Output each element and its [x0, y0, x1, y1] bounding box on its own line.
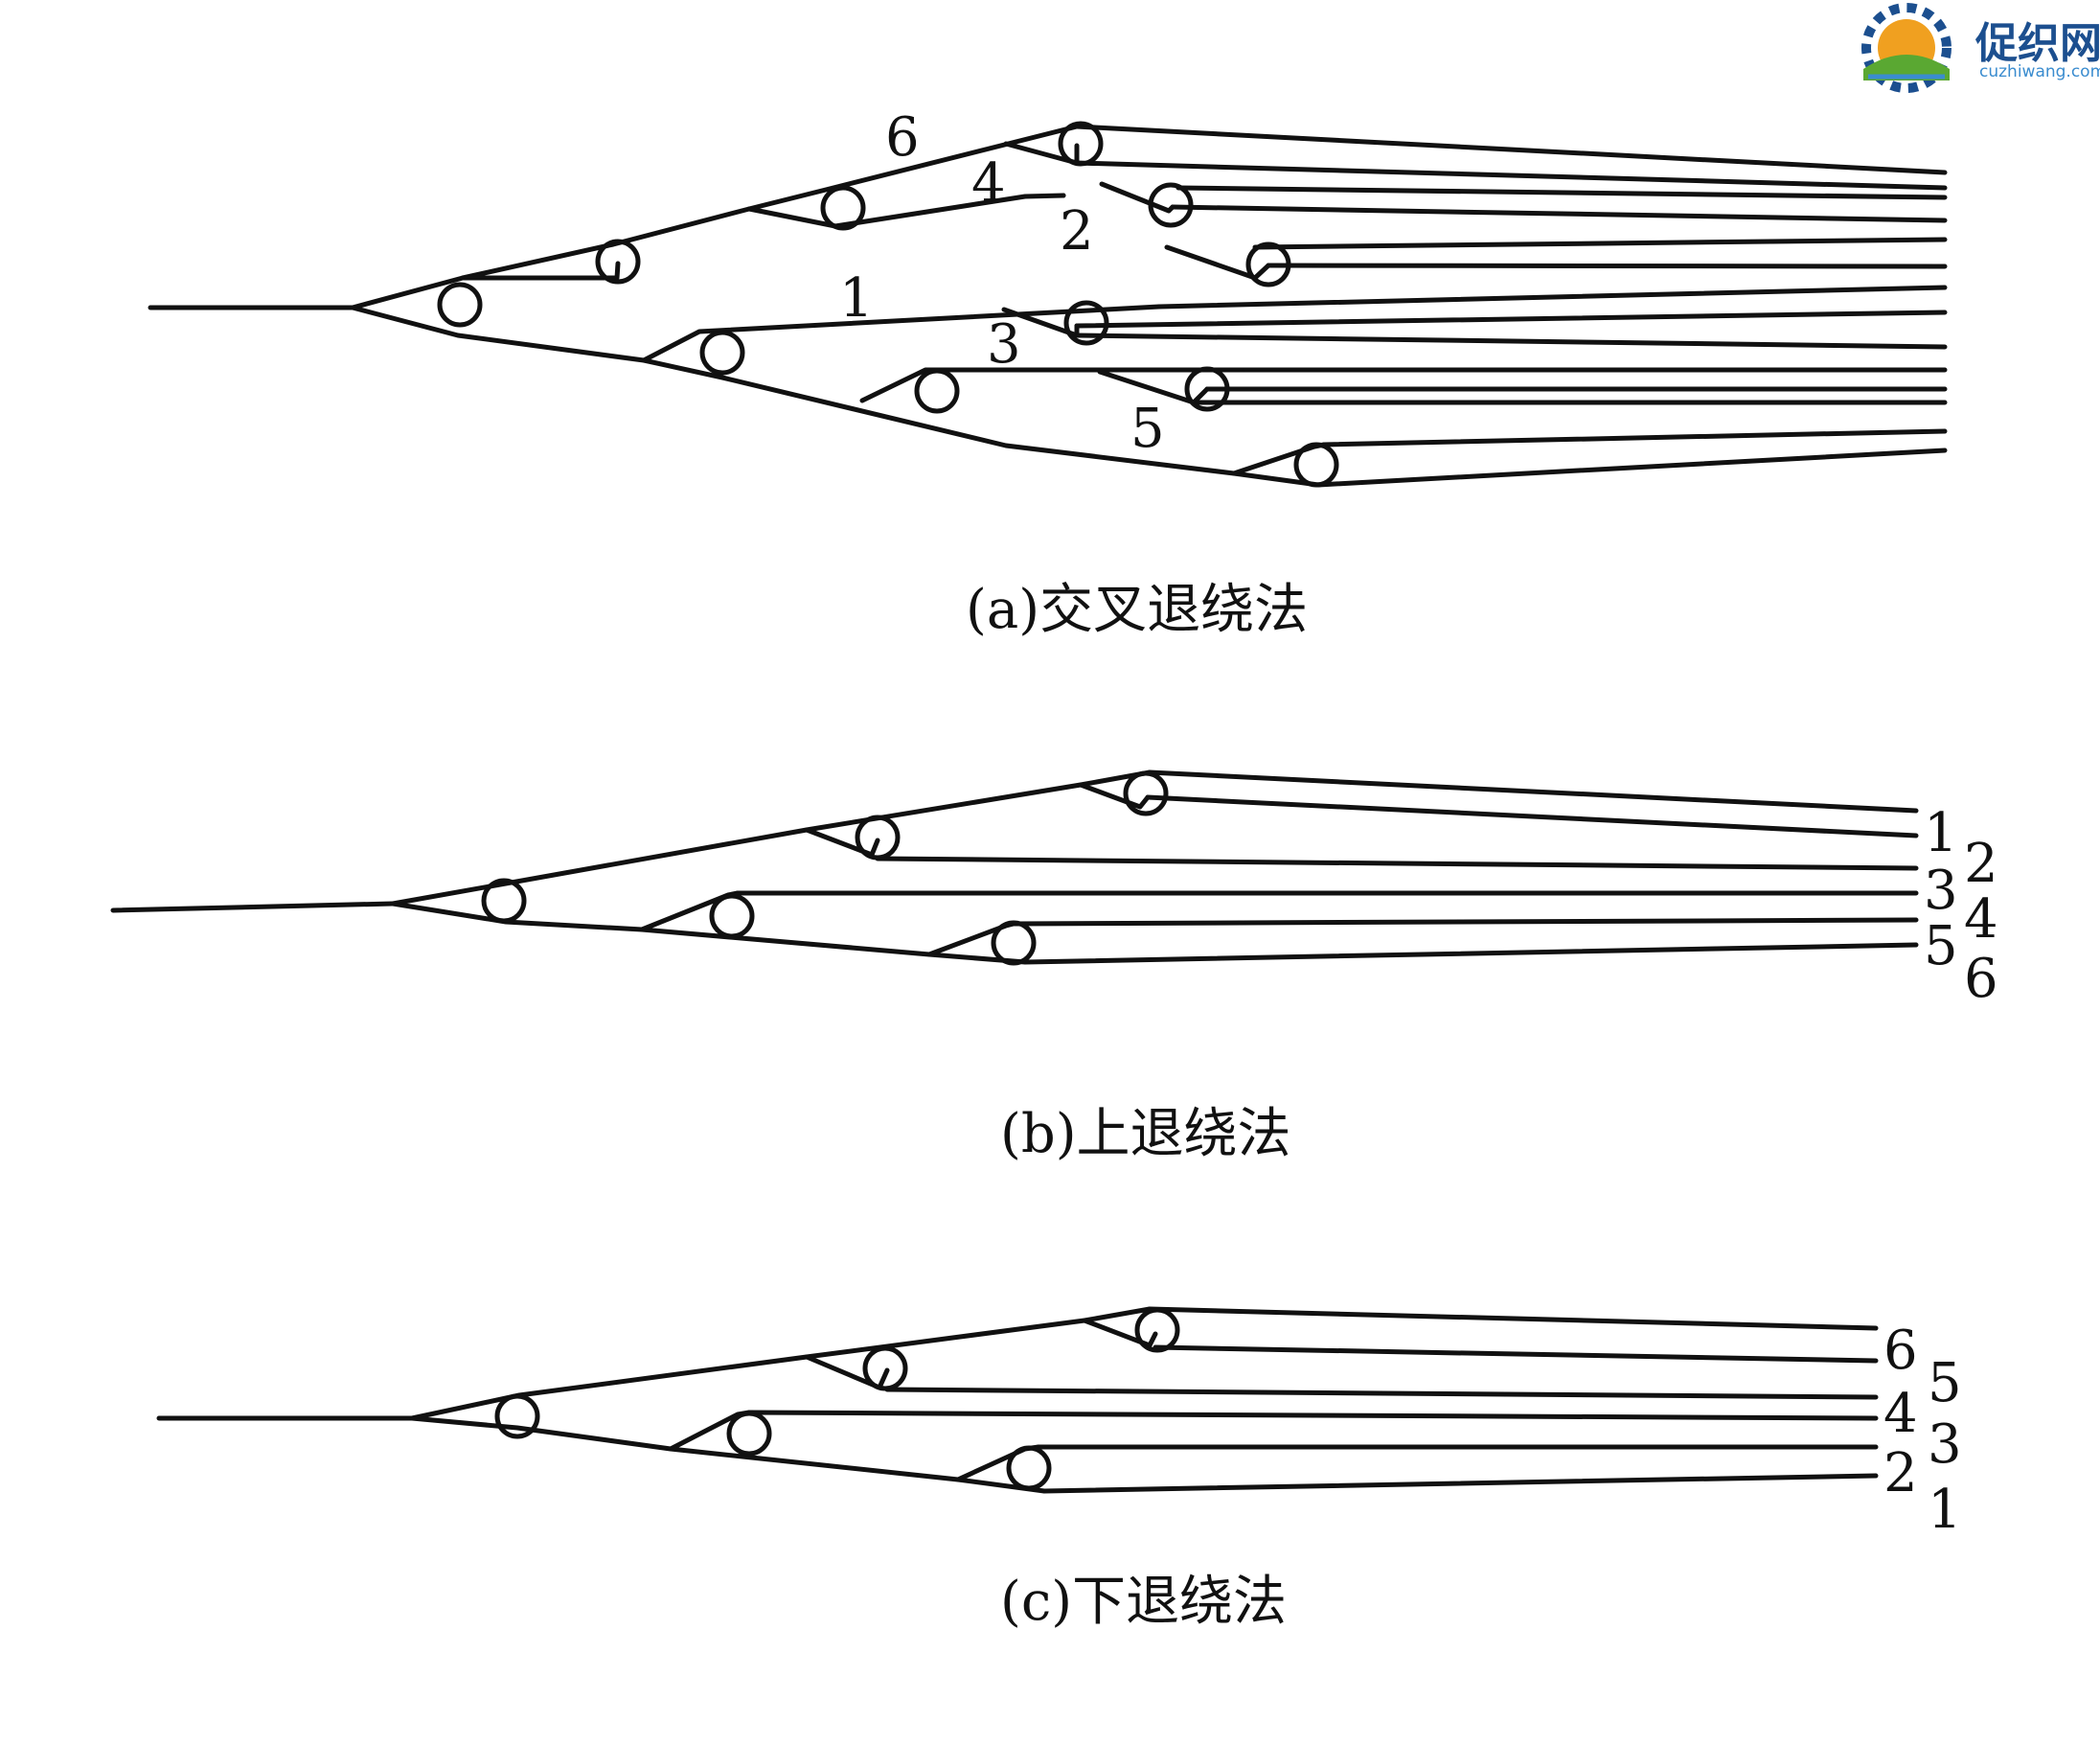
- site-logo: 促织网 cuzhiwang.com: [1861, 3, 2100, 93]
- panel-a-output-yarns: [1061, 124, 1948, 488]
- panel-a-split-upper-1: [460, 261, 621, 281]
- panel-a-upper-branch: [350, 124, 1080, 310]
- panel-a-label-1: 1: [839, 267, 874, 330]
- panel-a-label-4: 4: [971, 152, 1006, 215]
- panel-b-end-3: 3: [1924, 860, 1958, 922]
- panel-c-split-2: [1082, 1318, 1158, 1348]
- panel-c-end-6: 6: [1883, 1320, 1918, 1382]
- panel-b-end-6: 6: [1964, 948, 1998, 1010]
- panel-b-split-1: [804, 827, 880, 858]
- panel-b-upper-branch: [390, 769, 1153, 907]
- panel-b-end-labels: 1 2 3 4 5 6: [1924, 802, 1998, 1010]
- panel-c-end-labels: 6 5 4 3 2 1: [1883, 1320, 1962, 1541]
- panel-a-label-6: 6: [885, 106, 920, 169]
- panel-b-guide-rings: [481, 770, 1169, 966]
- panel-b-end-5: 5: [1924, 915, 1958, 977]
- gear-icon: [1861, 3, 1952, 93]
- panel-c-split-4: [955, 1444, 1041, 1482]
- panel-b-output-yarns: [735, 769, 1919, 965]
- panel-c-end-5: 5: [1928, 1352, 1962, 1414]
- panel-b-end-2: 2: [1964, 833, 1998, 895]
- panel-a-split-upper-2: [746, 193, 1066, 229]
- panel-b-upper-unwinding: [110, 769, 1919, 966]
- panel-c-end-3: 3: [1928, 1413, 1962, 1476]
- panel-b-end-1: 1: [1924, 802, 1958, 864]
- panel-b-end-4: 4: [1964, 888, 1998, 951]
- panel-c-guide-rings: [494, 1307, 1180, 1491]
- panel-a-label-5: 5: [1130, 398, 1165, 460]
- panel-a-split-lower-1: [641, 304, 1162, 363]
- panel-b-caption: (b)上退绕法: [1000, 1103, 1291, 1165]
- logo-name: 促织网: [1974, 19, 2100, 68]
- panel-a-cross-unwinding: [148, 121, 1948, 488]
- panel-b-input-yarn: [110, 901, 396, 913]
- panel-c-end-1: 1: [1928, 1479, 1962, 1541]
- panel-a-split-lower-5: [1231, 442, 1327, 476]
- panel-c-output-yarns: [746, 1306, 1879, 1494]
- panel-c-caption: (c)下退绕法: [1000, 1571, 1287, 1633]
- panel-a-label-2: 2: [1060, 200, 1094, 263]
- panel-c-end-4: 4: [1883, 1383, 1918, 1445]
- logo-domain: cuzhiwang.com: [1979, 62, 2100, 81]
- panel-b-split-2: [1078, 782, 1151, 810]
- panel-a-branch-labels: 6 4 2 1 3 5: [839, 106, 1165, 460]
- panel-a-caption: (a)交叉退绕法: [966, 579, 1308, 641]
- panel-a-guide-rings: [437, 121, 1339, 488]
- panel-a-split-lower-3: [859, 367, 1248, 403]
- panel-c-end-2: 2: [1883, 1442, 1918, 1504]
- panel-c-lower-unwinding: [156, 1306, 1879, 1494]
- panel-c-upper-branch: [409, 1306, 1153, 1421]
- panel-a-label-3: 3: [987, 313, 1021, 376]
